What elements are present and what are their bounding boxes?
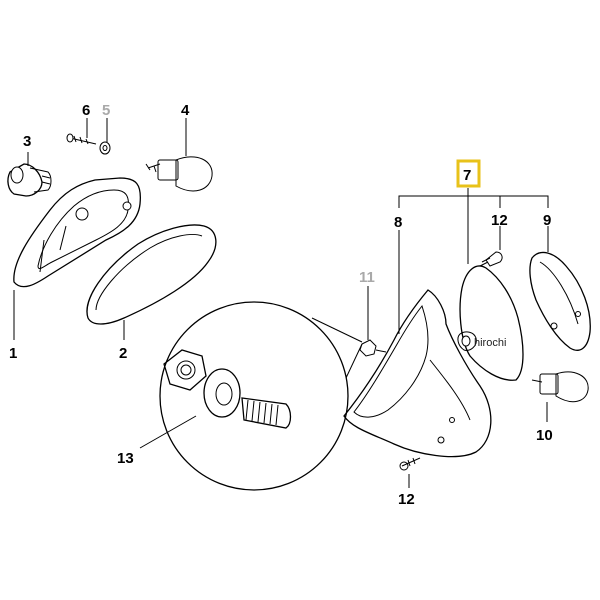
leader-bracket (367, 188, 549, 488)
callout-12-bottom: 12 (398, 491, 415, 508)
bulb-part-10 (531, 371, 589, 403)
leader-lines-left (13, 118, 187, 340)
housing-part-8 (343, 289, 492, 458)
bulb-part-4 (145, 156, 213, 192)
nut-part-11 (359, 339, 387, 357)
screw-part-6 (66, 133, 97, 145)
callout-3: 3 (23, 133, 31, 150)
callout-8: 8 (394, 214, 402, 231)
screw-part-12-top (479, 251, 503, 267)
housing-part-1 (13, 177, 142, 288)
callout-10: 10 (536, 427, 553, 444)
callout-13: 13 (117, 450, 134, 467)
detail-circle-13 (139, 301, 363, 491)
reflector-part-7 (457, 265, 524, 381)
callout-5: 5 (102, 102, 110, 119)
lens-part-9 (529, 251, 591, 351)
callout-6: 6 (82, 102, 90, 119)
callout-9: 9 (543, 212, 551, 229)
callout-4: 4 (181, 102, 190, 119)
callout-2: 2 (119, 345, 127, 362)
callout-12-top: 12 (491, 212, 508, 229)
socket-part-3 (7, 163, 52, 197)
watermark: hirochi (474, 337, 506, 349)
callout-11: 11 (359, 269, 375, 286)
lens-part-2 (86, 224, 217, 325)
callout-7: 7 (463, 167, 471, 184)
screw-part-12-bottom (399, 457, 421, 471)
callout-1: 1 (9, 345, 17, 362)
washer-part-5 (99, 141, 111, 155)
callout-7-highlight (456, 159, 481, 188)
